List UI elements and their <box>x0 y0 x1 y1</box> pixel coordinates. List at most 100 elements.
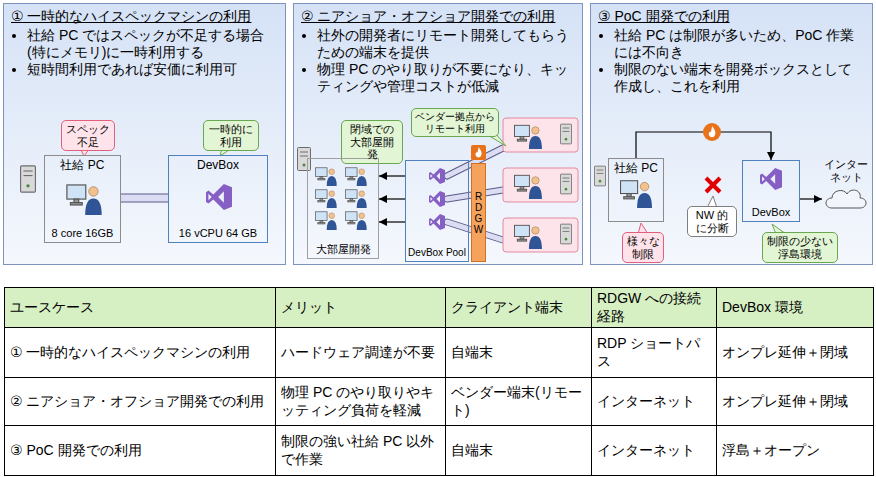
table-cell-text: オンプレ延伸＋閉域 <box>722 393 848 409</box>
box-label: RDGW <box>474 191 484 235</box>
gateway-bar: RDGW <box>471 163 486 262</box>
table-header-text: RDGW への接続経路 <box>597 290 701 324</box>
panel2-illustration <box>346 212 367 230</box>
panel-title: ① 一時的なハイスペックマシンの利用 <box>11 7 278 25</box>
table-cell-text: ① 一時的なハイスペックマシンの利用 <box>10 344 250 360</box>
bullet-list: 社給 PC は制限が多いため、PoC 作業には不向き制限のない端末を開発ボックス… <box>598 27 865 94</box>
table-row: ① 一時的なハイスペックマシンの利用 ハードウェア調達が不要自端末 RDP ショート… <box>5 328 874 378</box>
panel2-illustration <box>560 174 571 194</box>
box-label: スペック不足 <box>65 123 111 148</box>
table-cell: 自端末 <box>446 328 592 378</box>
panel2-illustration <box>515 175 542 199</box>
callout-bubble: ベンダー拠点からリモート利用 <box>411 108 499 137</box>
box-label: 閉域での大部屋開発 <box>345 123 399 161</box>
tube-body <box>121 195 168 202</box>
arrow-connector <box>636 132 771 160</box>
device-box: 社給 PC8 core 16GB <box>44 155 121 243</box>
arrow-connector <box>379 222 405 223</box>
bullet-text: 社外の開発者にリモート開発してもらうための端末を提供 <box>317 27 575 61</box>
bullet-list: 社外の開発者にリモート開発してもらうための端末を提供物理 PC のやり取りが不要… <box>301 27 575 94</box>
table-cell: DevBox 環境 <box>717 288 874 328</box>
table-cell: 自端末 <box>446 426 592 476</box>
box-label: 社給 PC <box>614 161 658 175</box>
device-box: DevBox16 vCPU 64 GB <box>168 155 268 243</box>
panel2-illustration <box>471 145 486 160</box>
table-header-text: DevBox 環境 <box>722 299 803 315</box>
table-row: ③ PoC 開発での利用制限の強い社給 PC 以外で作業自端末 インターネット浮島… <box>5 426 874 476</box>
panel2-illustration <box>515 225 542 249</box>
box-label: NW 的に分断 <box>691 209 733 234</box>
panel2-illustration <box>429 168 445 184</box>
panel1-illustration <box>21 166 36 192</box>
callout-bubble: 閉域での大部屋開発 <box>341 120 403 164</box>
use-case-panel: ③ PoC 開発での利用社給 PC は制限が多いため、PoC 作業には不向き制限… <box>590 3 873 265</box>
box-label: ベンダー拠点からリモート利用 <box>415 111 495 134</box>
panel3-illustration <box>706 178 720 192</box>
bullet-text: 制限のない端末を開発ボックスとして作成し、これを利用 <box>614 61 865 95</box>
panel3-illustration <box>709 126 716 137</box>
panel2-illustration <box>503 168 578 202</box>
panel-fill <box>3 3 286 265</box>
table-cell: インターネット <box>592 378 717 426</box>
panel3-illustration <box>826 190 866 208</box>
table-cell: クライアント端末 <box>446 288 592 328</box>
summary-table: ユースケースメリット クライアント端末RDGW への接続経路 DevBox 環境 ① … <box>4 287 874 476</box>
panel2-illustration <box>316 212 337 230</box>
vendor-tube <box>447 148 503 240</box>
bullet-text: 物理 PC のやり取りが不要になり、キッティングや管理コストが低減 <box>317 61 575 95</box>
panel1-illustration <box>67 185 102 215</box>
box-label: インターネット <box>822 158 870 183</box>
panel2-illustration <box>316 190 337 208</box>
arrow-connector <box>379 176 405 177</box>
device-box: DevBox <box>742 160 800 222</box>
table-cell: ユースケース <box>5 288 276 328</box>
table-header-row: ユースケースメリット クライアント端末RDGW への接続経路 DevBox 環境 <box>5 288 874 328</box>
table-cell-text: RDP ショートパス <box>597 335 700 369</box>
table-row: ② ニアショア・オフショア開発での利用物理 PC のやり取りやキッティング負荷を… <box>5 378 874 426</box>
bullet-text: 社給 PC ではスペックが不足する場合(特にメモリ)に一時利用する <box>27 27 278 61</box>
connector-line <box>121 197 168 198</box>
panel2-illustration <box>346 190 367 208</box>
connector-line <box>379 175 405 176</box>
panel2-illustration <box>515 125 542 149</box>
table-cell: RDP ショートパス <box>592 328 717 378</box>
table-cell: ② ニアショア・オフショア開発での利用 <box>5 378 276 426</box>
table-cell-text: インターネット <box>597 393 695 409</box>
bullet-text: 短時間利用であれば安価に利用可 <box>27 61 278 78</box>
table-cell: インターネット <box>592 426 717 476</box>
panel3-illustration <box>760 168 782 190</box>
table-cell: 物理 PC のやり取りやキッティング負荷を軽減 <box>276 378 446 426</box>
device-box: 社給 PC <box>608 158 664 222</box>
callout-bubble: NW 的に分断 <box>687 206 737 237</box>
panel3-illustration <box>706 178 720 192</box>
panel2-illustration <box>429 214 445 230</box>
panel2-illustration <box>560 224 571 244</box>
bullet-text: 社給 PC は制限が多いため、PoC 作業には不向き <box>614 27 865 61</box>
table-header-text: メリット <box>281 299 337 315</box>
panel3-illustration <box>594 166 605 186</box>
use-case-panel: ② ニアショア・オフショア開発での利用社外の開発者にリモート開発してもらうための… <box>293 3 583 265</box>
table-cell: ③ PoC 開発での利用 <box>5 426 276 476</box>
box-label: 様々な制限 <box>626 235 660 260</box>
table-cell-text: 自端末 <box>451 344 493 360</box>
bullet-list: 社給 PC ではスペックが不足する場合(特にメモリ)に一時利用する短時間利用であ… <box>11 27 278 77</box>
connector-line <box>636 132 771 160</box>
box-label: DevBox <box>197 158 239 172</box>
panel2-illustration <box>429 191 445 207</box>
table-cell: 制限の強い社給 PC 以外で作業 <box>276 426 446 476</box>
internet-cloud: インターネット <box>822 158 870 216</box>
table-cell-text: オンプレ延伸＋閉域 <box>722 344 848 360</box>
panel2-illustration <box>503 218 578 252</box>
table-cell: ハードウェア調達が不要 <box>276 328 446 378</box>
box-label: 8 core 16GB <box>52 227 114 240</box>
use-case-panel: ① 一時的なハイスペックマシンの利用社給 PC ではスペックが不足する場合(特に… <box>3 3 286 265</box>
panel-fill <box>590 3 873 265</box>
table-cell: ベンダー端末(リモート) <box>446 378 592 426</box>
table-cell: 浮島＋オープン <box>717 426 874 476</box>
device-box: DevBox Pool <box>405 160 469 262</box>
table-cell-text: 自端末 <box>451 442 493 458</box>
panel2-illustration <box>503 118 578 152</box>
arrow-connector <box>379 199 405 200</box>
box-label: 一時的に利用 <box>207 123 255 148</box>
table-body: ユースケースメリット クライアント端末RDGW への接続経路 DevBox 環境 ① … <box>5 288 874 476</box>
